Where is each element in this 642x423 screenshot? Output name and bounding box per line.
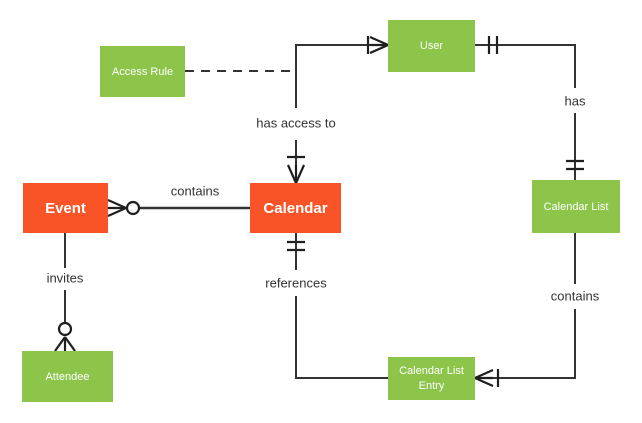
cardinality-marker-exactly-one-calendar-bottom <box>287 240 305 252</box>
cardinality-marker-one-or-many-entry-right <box>474 368 500 388</box>
cardinality-marker-zero-or-many-event-right <box>107 198 141 218</box>
cardinality-marker-one-or-many-calendar-top <box>286 155 306 184</box>
entity-calendar-list-entry[interactable]: Calendar List Entry <box>388 357 475 400</box>
connector-segment-entry-right <box>490 309 576 379</box>
entity-event[interactable]: Event <box>23 183 108 233</box>
entity-access-rule[interactable]: Access Rule <box>100 46 185 97</box>
relationship-label-references: references <box>265 275 327 290</box>
connector-calendar-references-entry <box>295 233 388 379</box>
entity-calendar-list-entry-box[interactable] <box>388 357 475 400</box>
entity-event-box[interactable] <box>23 183 108 233</box>
entity-access-rule-label: Access Rule <box>112 66 173 78</box>
entity-calendar[interactable]: Calendar <box>250 183 341 233</box>
relationship-label-has: has <box>565 93 586 108</box>
relationship-label-contains-list-entry: contains <box>551 288 600 303</box>
entity-user-box[interactable] <box>388 20 475 72</box>
connector-calendar-list-contains-entry <box>490 233 576 379</box>
entity-calendar-list[interactable]: Calendar List <box>532 180 620 233</box>
entity-user[interactable]: User <box>388 20 475 72</box>
relationship-label-contains-event-calendar: contains <box>171 183 220 198</box>
cardinality-marker-exactly-one-user-right <box>487 36 499 54</box>
connector-segment-user-to-label <box>295 44 388 108</box>
entity-attendee-label: Attendee <box>45 371 89 383</box>
entity-access-rule-box[interactable] <box>100 46 185 97</box>
connector-user-has-calendar-list <box>475 44 576 180</box>
entity-user-label: User <box>420 40 444 52</box>
cardinality-marker-zero-or-many-attendee-top <box>54 321 76 352</box>
entity-calendar-box[interactable] <box>250 183 341 233</box>
entity-calendar-list-entry-label-line2: Entry <box>419 380 445 392</box>
cardinality-marker-one-or-many-user-left <box>366 35 389 55</box>
connector-user-has-access-to-calendar <box>295 44 388 183</box>
relationship-label-invites: invites <box>47 270 84 285</box>
entity-calendar-list-box[interactable] <box>532 180 620 233</box>
relationship-label-has-access-to: has access to <box>256 115 336 130</box>
connector-segment-to-entry <box>295 296 388 379</box>
entity-calendar-list-entry-label-line1: Calendar List <box>399 365 464 377</box>
entity-calendar-list-label: Calendar List <box>544 201 609 213</box>
entity-event-label: Event <box>45 200 86 217</box>
entity-attendee-box[interactable] <box>22 351 113 402</box>
entity-calendar-label: Calendar <box>263 200 327 217</box>
connector-segment-user-right <box>475 44 576 88</box>
entity-attendee[interactable]: Attendee <box>22 351 113 402</box>
cardinality-marker-exactly-one-calendar-list-top <box>566 159 584 171</box>
